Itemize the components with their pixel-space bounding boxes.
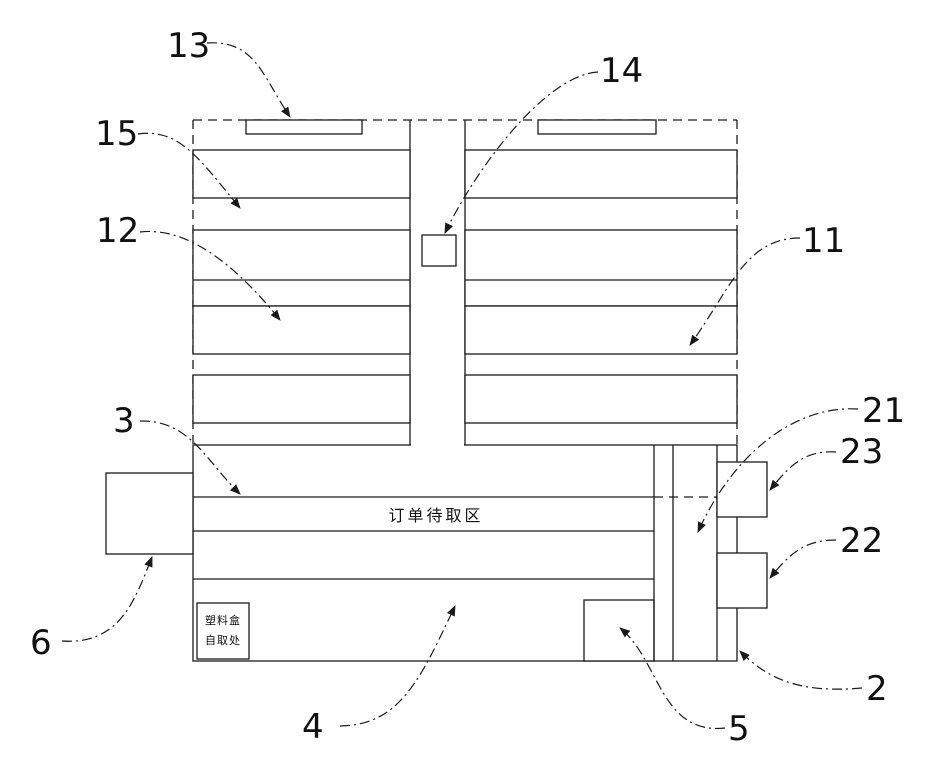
external-box-23 (717, 462, 767, 517)
counter-box (584, 600, 654, 661)
label-11: 11 (802, 221, 845, 261)
plastic-box-text-2: 自取处 (205, 634, 241, 647)
plastic-box-pickup (197, 603, 249, 659)
external-box-22 (717, 553, 767, 608)
leader-lines (62, 43, 862, 729)
shelf-row (193, 230, 410, 306)
label-12: 12 (96, 211, 139, 251)
top-tray-right (538, 120, 656, 134)
label-2: 2 (866, 669, 888, 709)
work-area-frame (193, 445, 737, 661)
entrance-box (106, 473, 193, 554)
leader-23 (770, 452, 836, 490)
shelf-row (193, 150, 410, 198)
label-3: 3 (113, 401, 135, 441)
shelf-row (465, 230, 737, 306)
shelf-row (193, 306, 410, 354)
plastic-box-text-1: 塑料盒 (205, 613, 241, 627)
upper-storage-area (193, 120, 737, 445)
order-waiting-area-text: 订单待取区 (388, 506, 483, 525)
label-23: 23 (840, 432, 883, 472)
aisle-device-box (422, 235, 456, 266)
shelf-row (193, 375, 410, 423)
right-shelves (465, 150, 737, 423)
left-shelves (193, 150, 410, 423)
leader-6 (62, 557, 152, 641)
label-6: 6 (30, 623, 52, 663)
shelf-row (465, 150, 737, 198)
leader-2 (740, 651, 862, 689)
label-21: 21 (862, 391, 905, 431)
leader-22 (770, 540, 836, 578)
label-5: 5 (728, 709, 750, 749)
label-13: 13 (167, 26, 210, 66)
label-4: 4 (302, 707, 324, 747)
shelf-row (465, 306, 737, 354)
shelf-row (465, 375, 737, 423)
lower-work-area: 订单待取区 塑料盒 自取处 (193, 445, 767, 661)
leader-4 (340, 606, 455, 726)
label-22: 22 (840, 521, 883, 561)
leader-13 (207, 43, 290, 117)
top-tray-left (246, 120, 362, 134)
label-14: 14 (600, 51, 643, 91)
label-15: 15 (95, 114, 138, 154)
